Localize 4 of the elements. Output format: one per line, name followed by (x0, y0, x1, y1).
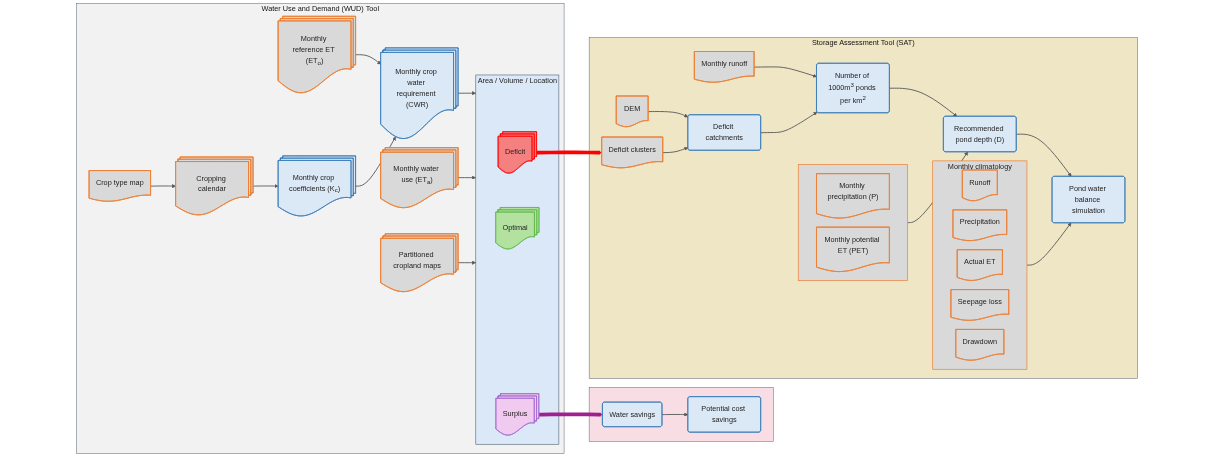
arrow (536, 150, 603, 155)
cluster (797, 164, 908, 281)
arrow (539, 412, 603, 417)
cluster (588, 387, 774, 442)
